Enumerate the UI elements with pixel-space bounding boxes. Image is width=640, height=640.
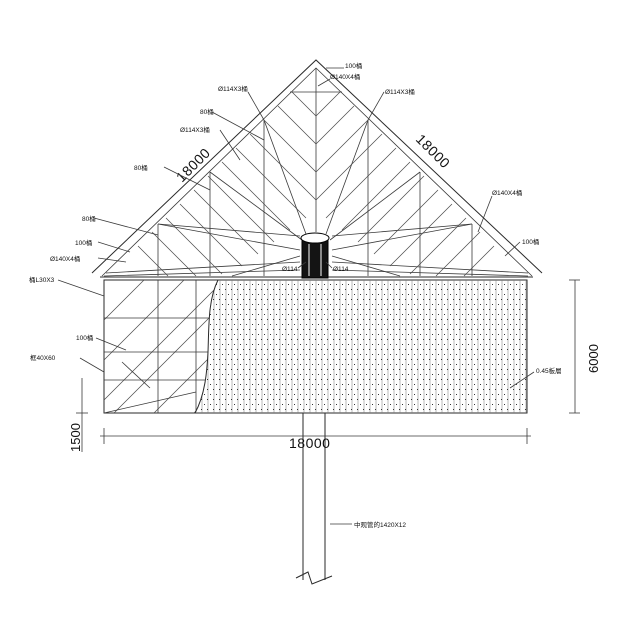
dimension-width: 18000 [100, 428, 531, 451]
label-left-80-c: 80桶 [82, 214, 96, 223]
dimension-height: 6000 [569, 279, 601, 414]
central-column [300, 232, 330, 279]
label-skin-045: 0.45板層 [536, 366, 562, 375]
wall-outline [103, 279, 528, 414]
label-right-114x3-top: Ø114X3桶 [385, 87, 415, 96]
roof-slope-left-label: 18000 [173, 145, 214, 186]
label-right-100: 100桶 [522, 237, 539, 246]
label-left-l30x3: 桶L30X3 [29, 275, 55, 284]
label-right-140x4: Ø140X4桶 [492, 188, 522, 197]
label-left-80-a: 80桶 [200, 107, 214, 116]
dimension-width-label: 18000 [289, 435, 330, 451]
annotation-leaders [57, 67, 535, 525]
wall-frame-hatching [104, 280, 218, 413]
label-apex-140x4: Ø140X4桶 [330, 72, 360, 81]
label-left-80-b: 80桶 [134, 163, 148, 172]
dimension-base: 1500 [68, 378, 88, 452]
label-left-114x3-b: Ø114X3桶 [180, 125, 210, 134]
dimension-height-label: 6000 [586, 344, 601, 373]
dimension-base-label: 1500 [68, 423, 83, 452]
label-left-114x3-top: Ø114X3桶 [218, 84, 248, 93]
roof-hatching [137, 91, 495, 277]
annotation-labels: 100桶 Ø140X4桶 Ø114X3桶 Ø114X3桶 80桶 Ø114X3桶… [29, 61, 562, 529]
roof-radial-truss [103, 68, 529, 277]
foundation-pile [295, 413, 333, 585]
label-left-140x4: Ø140X4桶 [50, 254, 80, 263]
wall-cladding-pattern [195, 280, 527, 413]
roof-slope-right-label: 18000 [413, 131, 454, 172]
label-center-114-left: Ø114 [282, 266, 298, 273]
label-wall-40x60: 框40X60 [30, 353, 56, 362]
label-pile: 中观管的1420X12 [354, 520, 406, 529]
dimension-roof-slopes: 18000 18000 [173, 131, 454, 185]
label-center-114-right: Ø114 [333, 266, 349, 273]
label-wall-100: 100桶 [76, 333, 93, 342]
label-left-100: 100桶 [75, 238, 92, 247]
label-apex-100: 100桶 [345, 61, 362, 70]
